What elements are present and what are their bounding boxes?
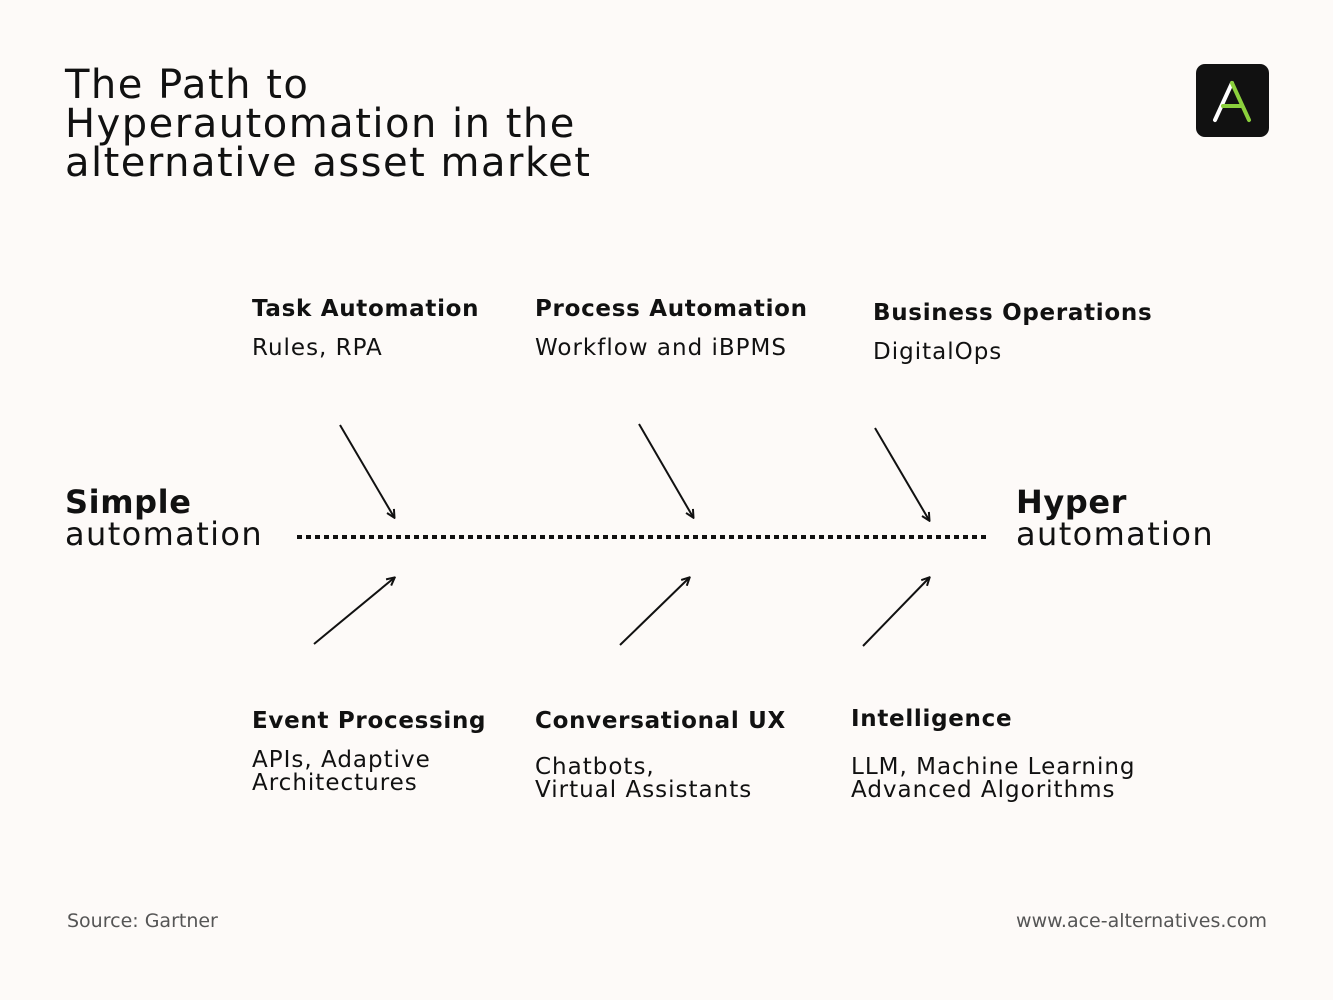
- website-link[interactable]: www.ace-alternatives.com: [1016, 910, 1267, 932]
- simple-automation-word: automation: [65, 515, 264, 553]
- simple-label: Simple: [65, 483, 192, 521]
- event-processing-detail: APIs, Adaptive Architectures: [252, 747, 431, 796]
- intelligence-heading: Intelligence: [851, 706, 1013, 732]
- conversational-ux-heading: Conversational UX: [535, 708, 786, 734]
- arrow-task-automation: [339, 424, 394, 517]
- brand-logo: [1196, 64, 1269, 137]
- process-automation-heading: Process Automation: [535, 296, 808, 322]
- process-automation-detail: Workflow and iBPMS: [535, 335, 787, 361]
- arrow-conversational-ux: [619, 578, 689, 646]
- event-processing-heading: Event Processing: [252, 708, 487, 734]
- task-automation-detail: Rules, RPA: [252, 335, 383, 361]
- simple-automation-label: Simple automation: [65, 486, 263, 550]
- hyper-label: Hyper: [1016, 483, 1128, 521]
- intelligence-detail: LLM, Machine Learning Advanced Algorithm…: [851, 754, 1136, 803]
- source-credit: Source: Gartner: [67, 910, 218, 932]
- business-operations-heading: Business Operations: [873, 300, 1153, 326]
- page-title: The Path to Hyperautomation in the alter…: [65, 62, 592, 186]
- task-automation-heading: Task Automation: [252, 296, 480, 322]
- arrow-process-automation: [638, 423, 693, 517]
- arrow-intelligence: [862, 578, 929, 647]
- logo-a-mark: [1213, 81, 1251, 122]
- arrow-business-operations: [874, 427, 929, 520]
- conversational-ux-detail: Chatbots, Virtual Assistants: [535, 754, 753, 803]
- arrow-event-processing: [313, 578, 394, 645]
- hyper-automation-word: automation: [1016, 515, 1215, 553]
- hyper-automation-label: Hyper automation: [1016, 486, 1214, 550]
- business-operations-detail: DigitalOps: [873, 339, 1003, 365]
